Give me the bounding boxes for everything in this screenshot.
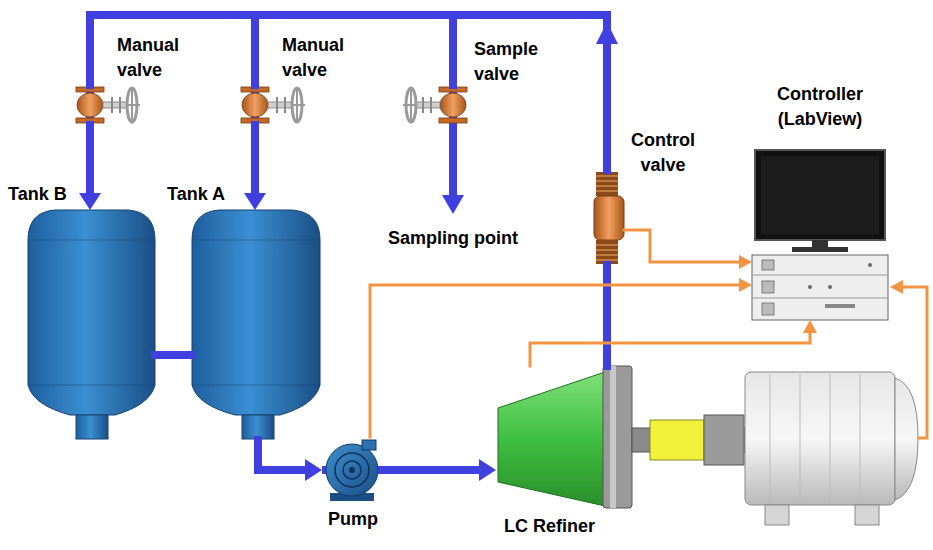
manual-valve: Manual valve — [72, 85, 150, 125]
sample-outlet-pipe — [442, 125, 464, 214]
control-valve: Control valve — [592, 170, 624, 265]
motor-symbol — [632, 372, 918, 525]
manual-valve: Manual valve — [237, 85, 315, 125]
pipe-connector — [382, 459, 496, 481]
pipe-connector — [607, 265, 608, 366]
node-label: Tank A — [167, 182, 257, 207]
pipe-connector — [258, 440, 322, 481]
manual-valve-symbol — [76, 85, 140, 125]
refiner-symbol — [498, 366, 632, 508]
flow-arrow — [596, 22, 618, 44]
tank: Tank A — [192, 210, 320, 440]
node-label: Manual valve — [282, 33, 362, 83]
node-label: Controller (LabView) — [752, 82, 888, 132]
sample-valve-symbol — [403, 85, 467, 125]
signal-connector — [624, 230, 752, 269]
refiner: LC Refiner — [496, 366, 632, 508]
node-label: LC Refiner — [504, 514, 624, 539]
pipe-connector — [255, 15, 607, 170]
controller: Controller (LabView) — [752, 150, 888, 320]
node-label: Tank B — [8, 182, 98, 207]
pipe-connector — [79, 125, 101, 210]
control-valve-symbol — [594, 170, 624, 265]
signal-connector — [370, 278, 752, 437]
node-label: Control valve — [622, 128, 704, 178]
node-label: Pump — [328, 507, 398, 532]
manual-valve-symbol — [241, 85, 305, 125]
pipe-connector — [244, 125, 266, 210]
pump: Pump — [322, 437, 382, 502]
pipe-connector — [90, 15, 607, 170]
pump-symbol — [322, 440, 382, 501]
pipe-connector — [453, 15, 607, 170]
signal-wire — [890, 280, 927, 438]
signal-connector — [530, 320, 817, 366]
node-label: Sample valve — [474, 37, 550, 87]
tank-symbol — [192, 210, 320, 439]
node-label: Manual valve — [117, 33, 197, 83]
sample-valve: Sample valve — [393, 85, 471, 125]
point-label: Sampling point — [388, 226, 518, 251]
tank-symbol — [28, 210, 155, 439]
tank: Tank B — [28, 210, 155, 440]
controller-symbol — [752, 150, 888, 320]
pipe-connector — [155, 355, 192, 356]
